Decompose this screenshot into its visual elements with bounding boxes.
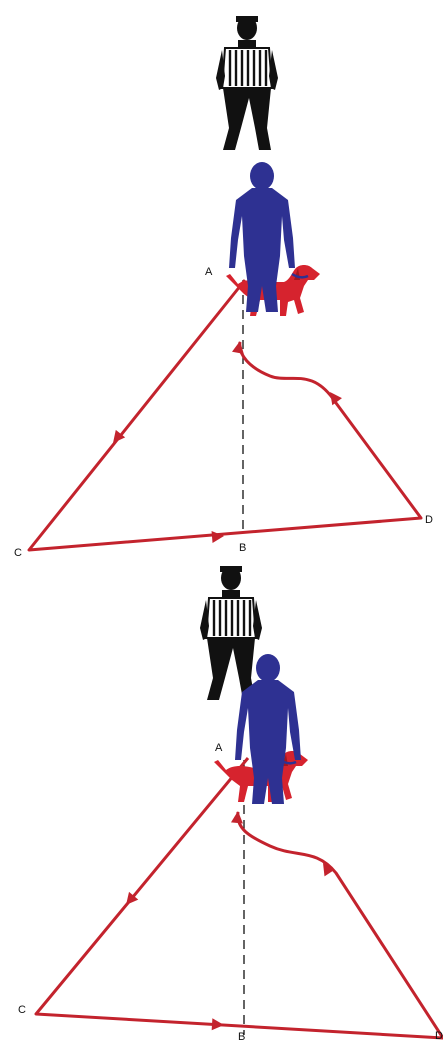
arrow-c-to-d (211, 1018, 225, 1031)
point-label-b: B (239, 542, 246, 554)
route-path (34, 757, 443, 1040)
point-label-c: C (14, 547, 22, 559)
point-label-d: D (435, 1030, 443, 1041)
point-label-b: B (238, 1031, 245, 1041)
route-path (27, 279, 423, 552)
arrow-return (230, 810, 244, 824)
point-label-a: A (215, 742, 223, 754)
diagram-bottom: A B C D (18, 564, 443, 1041)
diagram-top: A B C D (14, 14, 433, 559)
judge-icon (198, 564, 264, 702)
point-label-d: D (425, 514, 433, 526)
judge-icon (214, 14, 280, 152)
arrow-c-to-d (211, 530, 225, 543)
point-label-a: A (205, 266, 213, 278)
point-label-c: C (18, 1004, 26, 1016)
